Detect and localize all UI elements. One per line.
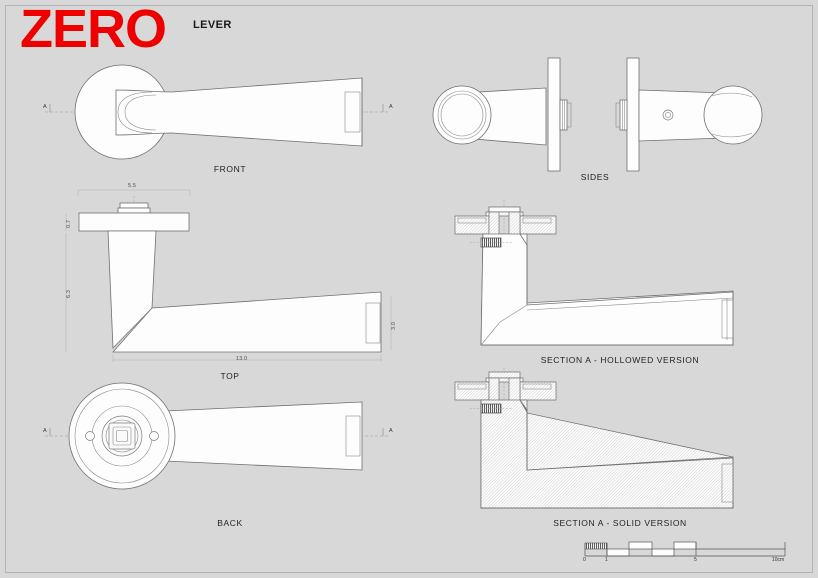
view-section-hollowed — [454, 200, 734, 346]
brand-logo: ZERO — [20, 0, 167, 59]
view-side-right — [615, 57, 763, 172]
scale-tick-10: 10cm — [772, 557, 785, 563]
dimension-lever-length: 13.0 — [236, 356, 248, 362]
dimension-stem-height: 6.3 — [66, 289, 72, 298]
dimension-lever-end-height: 3.0 — [391, 321, 397, 330]
scale-tick-0: 0 — [583, 557, 586, 563]
section-marker-back-left: A — [43, 428, 47, 434]
view-back — [45, 382, 388, 490]
view-top — [65, 189, 392, 362]
dimension-top-width: 5.5 — [128, 183, 137, 189]
view-front — [45, 64, 388, 160]
view-side-left — [432, 57, 572, 172]
section-marker-back-right: A — [389, 428, 393, 434]
view-label-section-hollowed: SECTION A - HOLLOWED VERSION — [540, 355, 700, 365]
scale-tick-1: 1 — [605, 557, 608, 563]
page-title: LEVER — [193, 19, 232, 31]
view-label-front: FRONT — [213, 164, 247, 174]
view-section-solid — [454, 368, 734, 509]
dimension-rose-thickness: 0.7 — [66, 219, 72, 228]
section-marker-front-right: A — [389, 104, 393, 110]
view-label-back: BACK — [217, 518, 243, 528]
view-label-sides: SIDES — [580, 172, 610, 182]
view-label-section-solid: SECTION A - SOLID VERSION — [553, 518, 687, 528]
section-marker-front-left: A — [43, 104, 47, 110]
view-label-top: TOP — [220, 371, 240, 381]
scale-tick-5: 5 — [694, 557, 697, 563]
scale-bar — [584, 541, 786, 557]
